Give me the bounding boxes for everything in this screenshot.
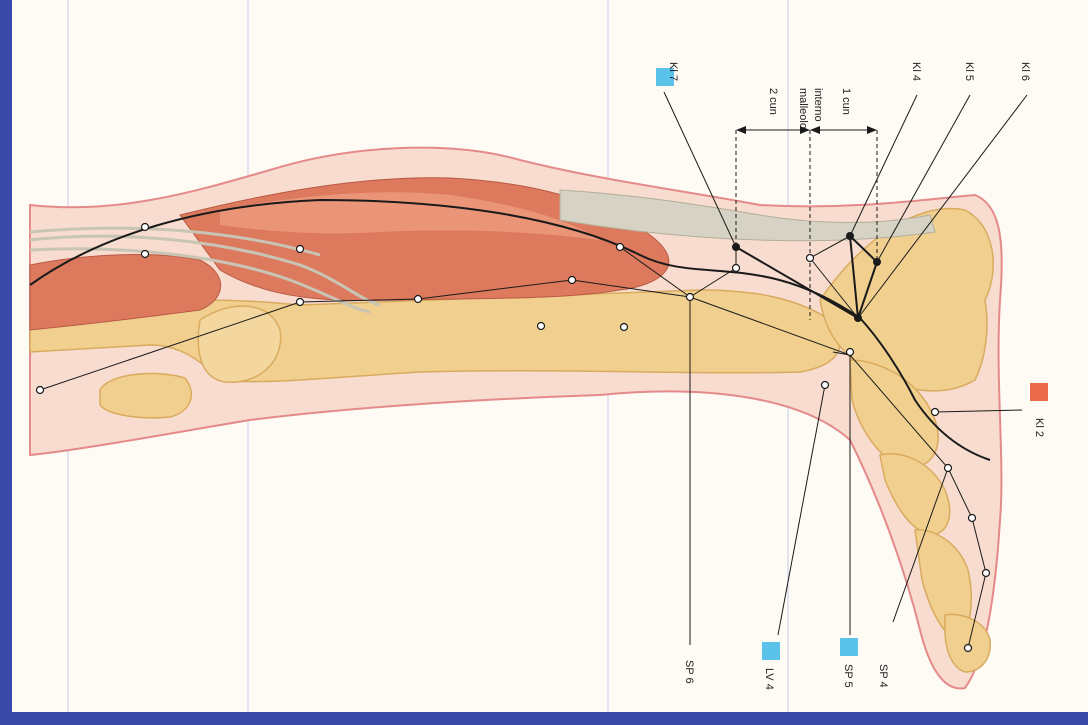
sp5-blue-marker [840,638,858,656]
label-sp5: SP 5 [842,664,854,688]
label-kl6: Kl 6 [1019,62,1031,81]
label-kl2: Kl 2 [1033,418,1045,437]
label-1cun: 1 cun [840,88,852,115]
label-interno: interno [812,88,824,122]
label-sp4: SP 4 [877,664,889,688]
patella-bone [100,374,191,418]
label-kl4: Kl 4 [910,62,922,81]
label-2cun: 2 cun [767,88,779,115]
kl2-red-marker [1030,383,1048,401]
label-malleolo: malleolo [797,88,809,129]
label-lv4: LV 4 [763,668,775,690]
label-kl5: Kl 5 [963,62,975,81]
label-kl7: Kl 7 [667,62,679,81]
lv4-blue-marker [762,642,780,660]
label-sp6: SP 6 [683,660,695,684]
